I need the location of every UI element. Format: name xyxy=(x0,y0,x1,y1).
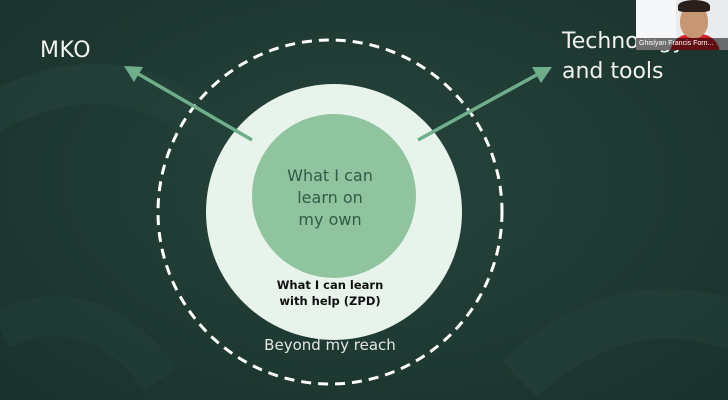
participant-hair xyxy=(678,0,710,12)
participant-name: Ghislyan Francis Forn... xyxy=(636,38,728,50)
own-learning-line2: learn on xyxy=(297,188,363,207)
own-learning-line3: my own xyxy=(298,210,362,229)
arrow-to-mko xyxy=(124,66,253,142)
technology-label-line2: and tools xyxy=(562,59,664,84)
arrow-to-technology xyxy=(417,67,552,142)
zpd-line2: with help (ZPD) xyxy=(279,294,381,308)
zpd-line1: What I can learn xyxy=(276,278,384,292)
mko-label: MKO xyxy=(40,38,92,63)
participant-video-tile[interactable]: Ghislyan Francis Forn... xyxy=(636,0,728,50)
own-learning-line1: What I can xyxy=(287,166,373,185)
beyond-reach-label: Beyond my reach xyxy=(264,336,396,354)
zpd-text: What I can learn with help (ZPD) xyxy=(250,277,410,309)
own-learning-circle xyxy=(252,114,416,278)
own-learning-text: What I can learn on my own xyxy=(255,165,405,231)
beyond-reach-ring xyxy=(156,38,504,386)
